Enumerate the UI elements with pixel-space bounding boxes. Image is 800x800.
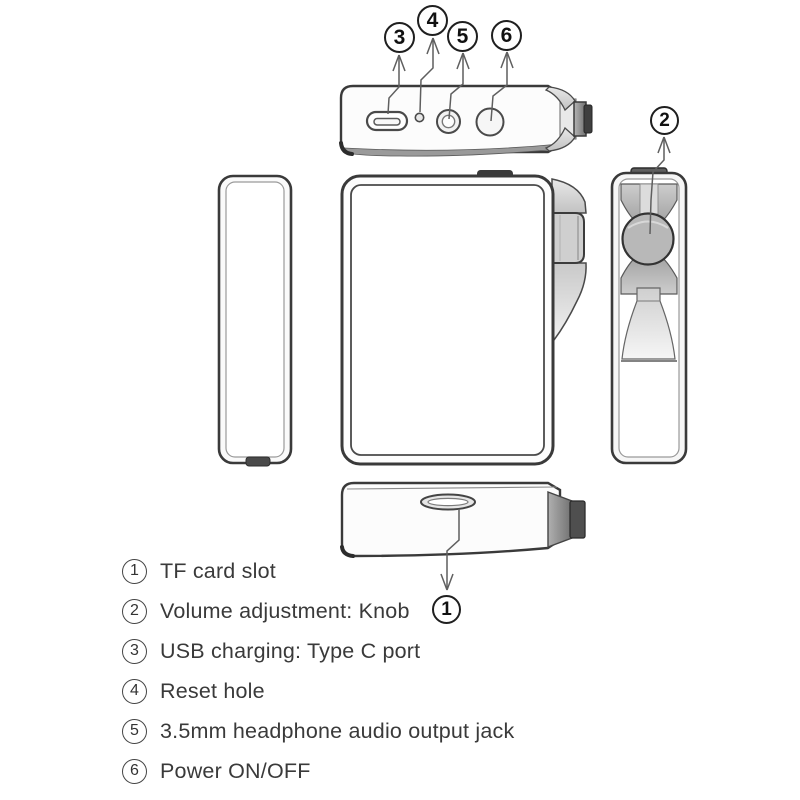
legend-item-headphone-jack: 5 3.5mm headphone audio output jack [122, 711, 514, 751]
legend: 1 TF card slot 2 Volume adjustment: Knob… [122, 551, 514, 791]
top-view-bottom-edge [343, 143, 561, 157]
callout-number-5: 5 [456, 24, 469, 48]
bottom-view-knob-tip [569, 500, 586, 539]
device-top-view [339, 84, 593, 157]
legend-number-badge: 2 [122, 598, 147, 624]
reset-hole [414, 112, 425, 123]
callout-number-1: 1 [441, 598, 452, 620]
leader-line-5 [448, 53, 464, 120]
legend-item-power-on-off: 6 Power ON/OFF [122, 751, 514, 791]
leader-line-6 [490, 52, 508, 122]
leader-line-4 [419, 38, 434, 113]
right-side-grip-bell [621, 287, 676, 360]
legend-number-badge: 4 [122, 678, 147, 704]
front-volume-knob-profile [552, 212, 585, 264]
legend-number-badge: 1 [122, 558, 147, 584]
callout-number-3: 3 [393, 25, 406, 49]
callout-number-2: 2 [659, 109, 670, 131]
callout-number-6: 6 [500, 23, 513, 47]
volume-knob [621, 212, 675, 266]
callout-badge-5: 5 [447, 21, 478, 52]
tf-card-slot-inner [427, 497, 469, 507]
legend-item-label: Power ON/OFF [160, 758, 311, 783]
volume-knob-highlight [627, 220, 669, 229]
legend-item-label: TF card slot [160, 558, 276, 583]
device-left-side-view [217, 174, 293, 467]
arrowhead-4 [426, 37, 440, 55]
legend-item-label: Reset hole [160, 678, 265, 703]
arrowhead-3 [392, 54, 406, 72]
bottom-view-corner-accent [340, 545, 355, 558]
top-view-horn-bottom [544, 126, 576, 152]
top-view-knob-tab-tip [583, 104, 593, 134]
legend-number-badge: 3 [122, 638, 147, 664]
arrowhead-2 [657, 136, 671, 154]
headphone-jack-inner [441, 114, 456, 129]
front-screen [350, 184, 545, 456]
legend-item-label: Volume adjustment: Knob [160, 598, 410, 623]
right-side-knob-shaft [639, 183, 659, 215]
legend-item-usb-charging: 3 USB charging: Type C port [122, 631, 514, 671]
legend-item-volume-knob: 2 Volume adjustment: Knob [122, 591, 514, 631]
device-bottom-view [340, 481, 586, 558]
legend-item-label: 3.5mm headphone audio output jack [160, 718, 515, 743]
legend-item-label: USB charging: Type C port [160, 638, 421, 663]
leader-line-1 [446, 509, 460, 588]
left-side-card-tab [245, 456, 271, 467]
callout-badge-2: 2 [650, 106, 679, 135]
callout-badge-1: 1 [432, 595, 461, 624]
left-side-inner-panel [225, 181, 285, 458]
leader-line-2 [649, 137, 665, 235]
callout-number-4: 4 [426, 8, 439, 32]
bottom-view-knob-protrusion [547, 490, 573, 549]
legend-item-tf-card-slot: 1 TF card slot [122, 551, 514, 591]
top-view-horn-top [544, 86, 576, 112]
top-view-corner-accent [339, 141, 354, 156]
front-knob-wing-bottom [551, 262, 587, 341]
callout-badge-3: 3 [384, 22, 415, 53]
bottom-view-edge-line [346, 486, 558, 490]
front-knob-wing-top [551, 178, 587, 214]
arrowhead-1 [440, 573, 454, 591]
legend-number-badge: 6 [122, 758, 147, 784]
callout-badge-4: 4 [417, 5, 448, 36]
device-right-side-view [610, 167, 688, 465]
leader-line-3 [387, 55, 400, 115]
arrowhead-6 [500, 51, 514, 69]
usb-c-port-inner [373, 117, 401, 126]
callout-badge-6: 6 [491, 20, 522, 51]
callout-leader-lines [387, 37, 671, 591]
arrowhead-5 [456, 52, 470, 70]
device-front-view [340, 170, 587, 466]
power-button-top [475, 107, 505, 137]
legend-number-badge: 5 [122, 718, 147, 744]
legend-item-reset-hole: 4 Reset hole [122, 671, 514, 711]
